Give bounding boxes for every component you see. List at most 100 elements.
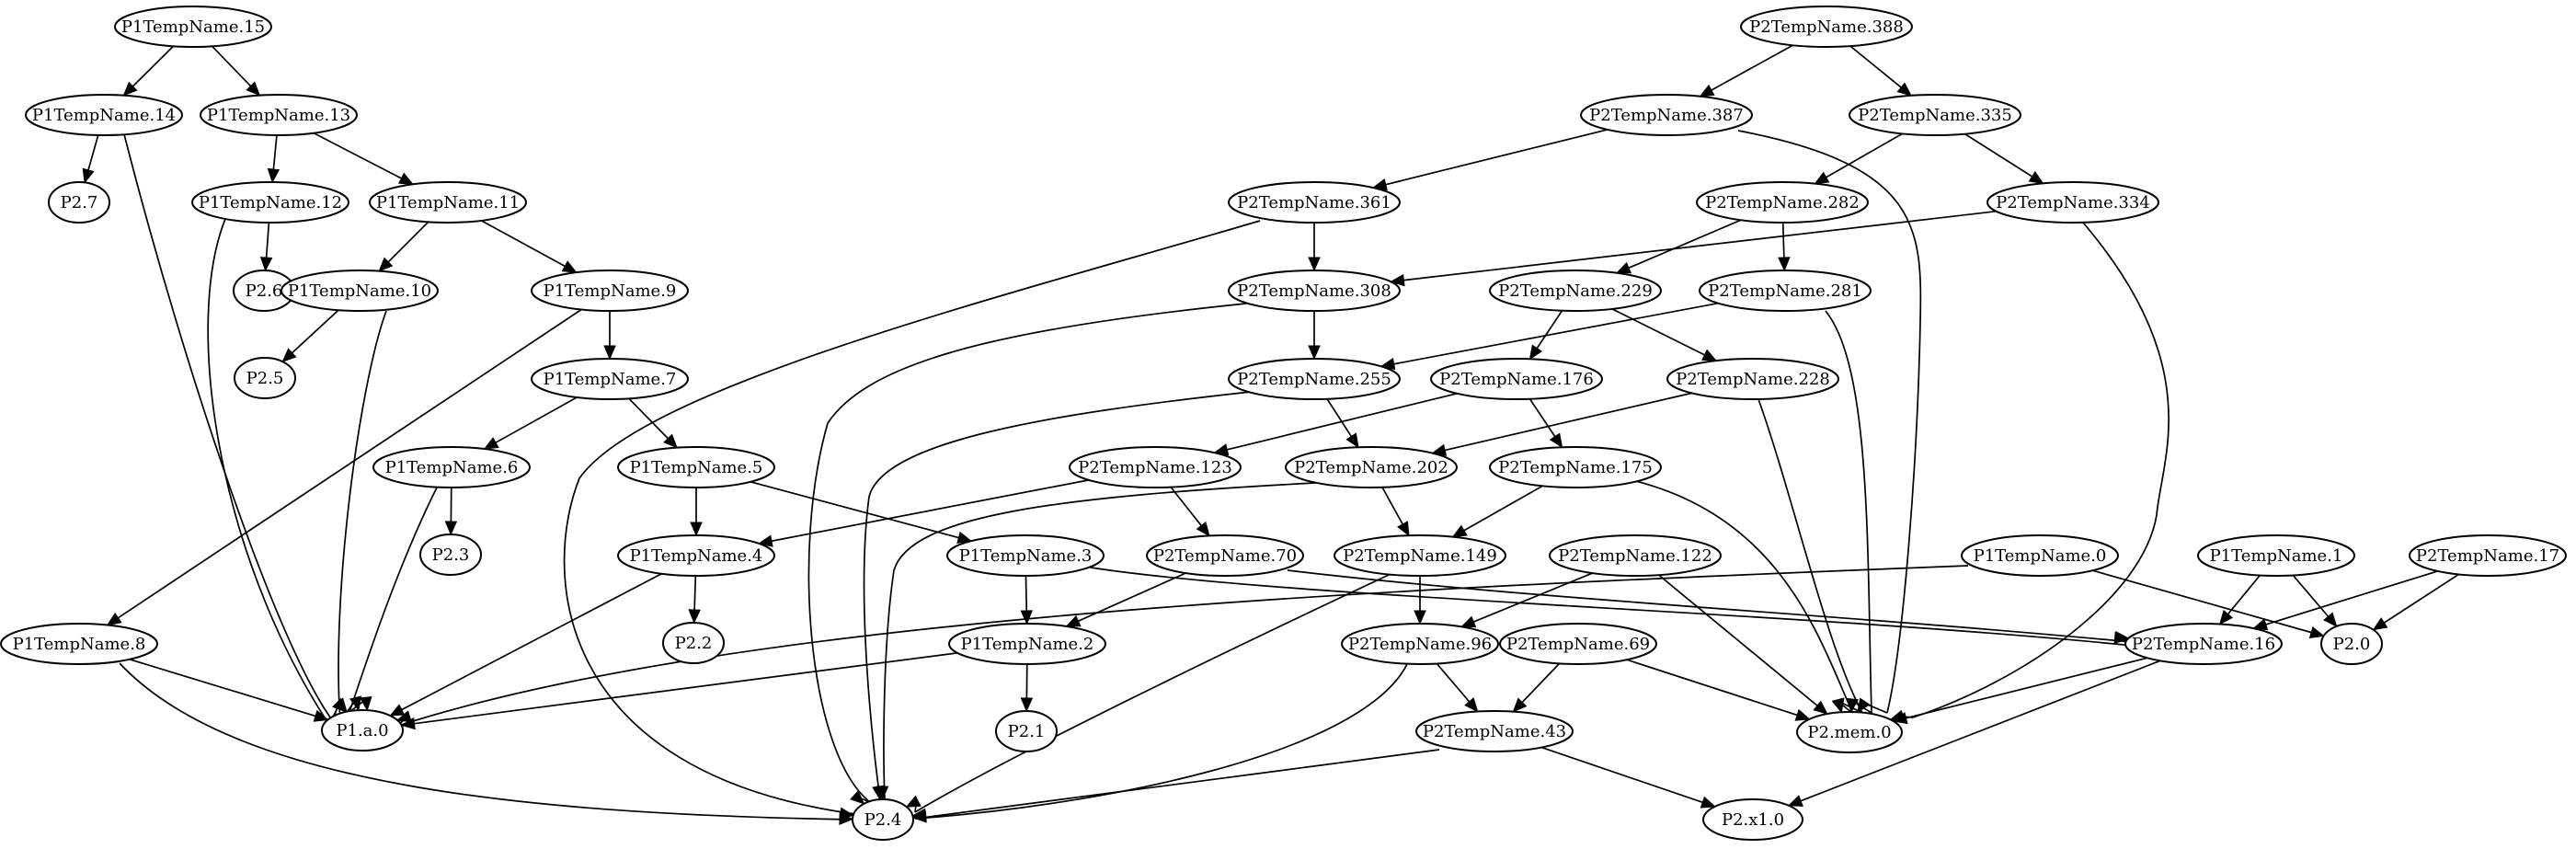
edge-p2tempname-308-to-p2tempname-255: [1308, 311, 1321, 361]
node-label: P1TempName.3: [959, 546, 1093, 566]
edge-p2tempname-16-to-p2-x1-0: [1787, 660, 2161, 807]
edge-line: [313, 132, 404, 180]
edge-p2tempname-70-to-p1tempname-2: [1065, 572, 1186, 627]
node-ellipse: [1341, 623, 1499, 665]
edge-p1tempname-6-to-p1-a-0: [349, 487, 438, 713]
node-ellipse: [234, 357, 296, 399]
node-ellipse: [1430, 358, 1603, 400]
edge-arrowhead: [561, 260, 578, 273]
node-ellipse: [1796, 711, 1903, 753]
edge-arrowhead: [2028, 170, 2044, 185]
edge-line: [86, 134, 99, 173]
node-ellipse: [321, 709, 404, 751]
edge-p2tempname-96-to-p2tempname-43: [1436, 662, 1479, 713]
edge-arrowhead: [246, 81, 261, 97]
edge-curve: [863, 391, 1252, 800]
edge-p1tempname-9-to-p1tempname-8: [106, 308, 582, 626]
node-ellipse: [662, 622, 725, 664]
node-ellipse: [114, 6, 272, 48]
edge-arrowhead: [690, 522, 703, 537]
edge-p2tempname-228-to-p2-mem-0: [1757, 398, 1863, 714]
edge-p2tempname-202-to-p2tempname-149: [1381, 487, 1410, 537]
edge-p2tempname-122-to-p2tempname-96: [1460, 572, 1593, 628]
edge-p1tempname-11-to-p1tempname-9: [481, 220, 578, 273]
node-p2-5: P2.5: [234, 357, 296, 399]
edge-p2tempname-255-to-p2tempname-202: [1326, 398, 1359, 449]
edge-p1tempname-8-to-p2-4: [119, 662, 854, 825]
node-label: P2.4: [864, 810, 902, 830]
node-ellipse: [995, 710, 1058, 752]
edge-arrowhead: [1549, 432, 1563, 449]
node-ellipse: [1285, 446, 1458, 488]
node-ellipse: [1334, 534, 1506, 577]
node-p1tempname-3: P1TempName.3: [946, 534, 1105, 577]
edge-line: [386, 221, 429, 264]
node-p1tempname-15: P1TempName.15: [114, 6, 272, 48]
node-ellipse: [1228, 270, 1401, 312]
edge-arrowhead: [389, 704, 406, 717]
edge-p1tempname-1-to-p2tempname-16: [2218, 574, 2261, 625]
edge-p2tempname-69-to-p2-mem-0: [1626, 659, 1811, 721]
edge-line: [1626, 219, 1742, 270]
edge-p1tempname-15-to-p1tempname-13: [212, 45, 261, 97]
node-p1tempname-6: P1TempName.6: [372, 446, 531, 488]
edge-p1tempname-2-to-p2-1: [1020, 663, 1034, 713]
edge-p1tempname-1-to-p2-0: [2292, 574, 2338, 627]
node-label: P2.6: [246, 281, 283, 301]
edge-p1tempname-15-to-p1tempname-14: [122, 45, 175, 97]
edge-line: [2226, 574, 2261, 616]
node-ellipse: [1666, 358, 1839, 400]
node-p2-2: P2.2: [662, 622, 725, 664]
node-label: P1TempName.6: [385, 458, 519, 477]
node-p2tempname-122: P2TempName.122: [1549, 534, 1722, 577]
node-p2-3: P2.3: [419, 533, 482, 576]
edge-p1tempname-7-to-p1tempname-6: [483, 396, 578, 450]
node-ellipse: [2320, 623, 2383, 665]
node-label: P2TempName.175: [1498, 458, 1653, 477]
edge-p2tempname-361-to-p2tempname-308: [1308, 223, 1321, 272]
edge-arrowhead: [1390, 273, 1405, 287]
edge-arrowhead: [360, 696, 372, 712]
node-label: P2TempName.387: [1589, 106, 1744, 125]
node-ellipse: [25, 94, 183, 136]
node-label: P2TempName.202: [1294, 458, 1448, 477]
edge-curve: [1912, 222, 2170, 718]
edge-arrowhead: [444, 521, 458, 536]
edge-arrowhead: [1615, 261, 1632, 274]
node-p2-x1-0: P2.x1.0: [1702, 798, 1803, 841]
edge-line: [693, 575, 697, 613]
edge-p2tempname-282-to-p2tempname-229: [1615, 219, 1742, 274]
edge-line: [2292, 574, 2330, 619]
edge-arrowhead: [1020, 610, 1033, 625]
edge-line: [1709, 44, 1793, 92]
node-label: P2TempName.122: [1558, 546, 1712, 566]
node-label: P1TempName.4: [630, 546, 763, 566]
edge-p1tempname-3-to-p1tempname-2: [1020, 575, 1033, 625]
edges-layer: [82, 44, 2459, 825]
node-p2-mem-0: P2.mem.0: [1796, 711, 1903, 753]
edge-p1tempname-10-to-p2-5: [281, 309, 339, 363]
node-ellipse: [1499, 623, 1657, 665]
node-ellipse: [1696, 181, 1869, 224]
edge-arrowhead: [1414, 610, 1426, 625]
edge-line: [1528, 398, 1557, 439]
edge-line: [1471, 572, 1593, 624]
node-ellipse: [948, 623, 1106, 665]
edge-arrowhead: [876, 786, 889, 801]
edge-p2tempname-229-to-p2tempname-228: [1611, 308, 1718, 361]
edge-arrowhead: [2372, 617, 2388, 631]
edge-p2tempname-282-to-p2tempname-281: [1778, 222, 1791, 272]
edge-line: [1964, 132, 2034, 178]
node-ellipse: [372, 446, 531, 488]
edge-p2tempname-69-to-p2tempname-43: [1512, 662, 1561, 713]
node-ellipse: [191, 181, 349, 224]
node-label: P2TempName.361: [1237, 193, 1391, 212]
edge-p1tempname-11-to-p1tempname-10: [378, 221, 429, 272]
node-ellipse: [280, 270, 439, 312]
edge-arrowhead: [1460, 615, 1477, 628]
node-label: P2TempName.255: [1237, 370, 1391, 389]
edge-line: [1541, 746, 1705, 804]
edge-line: [129, 658, 318, 717]
edge-line: [1402, 210, 1997, 281]
